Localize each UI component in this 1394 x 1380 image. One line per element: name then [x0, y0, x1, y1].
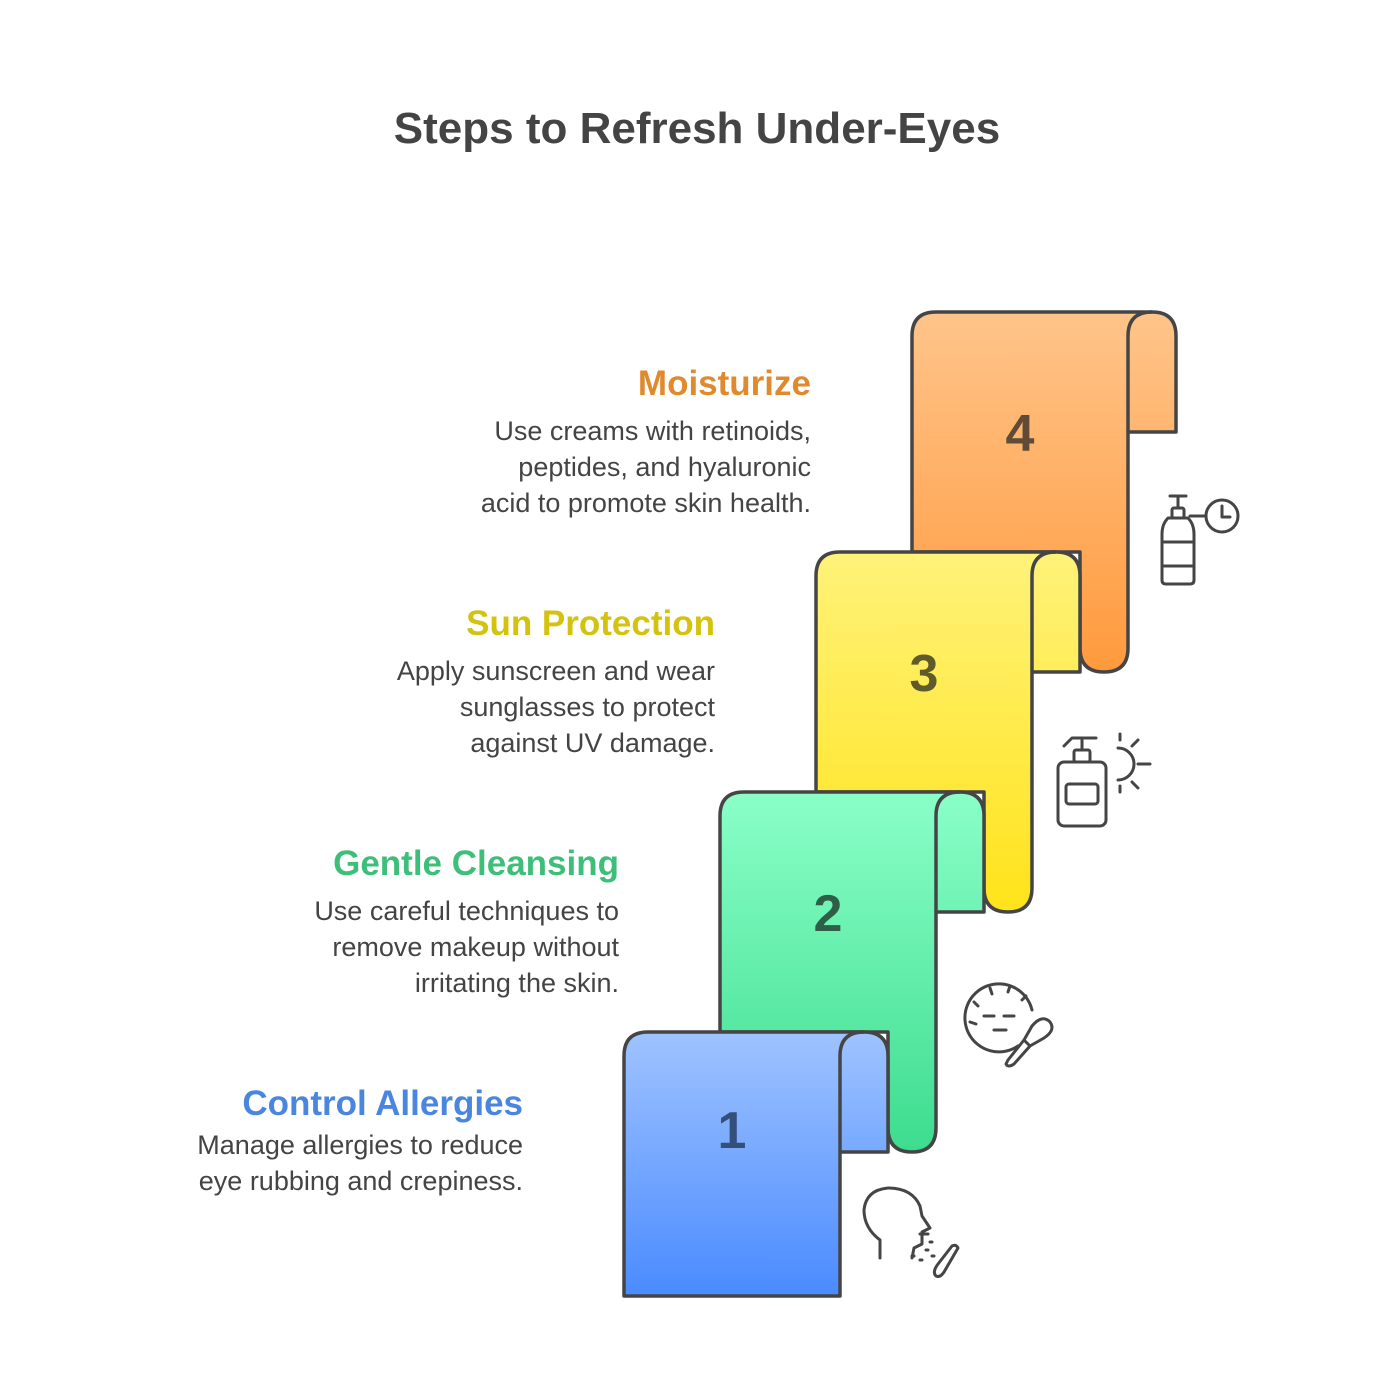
step-3-description-line: against UV damage. — [470, 728, 715, 758]
step-2-description: Use careful techniques to remove makeup … — [314, 893, 619, 1001]
cream-pump-clock-icon — [1160, 494, 1240, 586]
step-1-ribbon: 1 — [622, 1030, 890, 1298]
person-nasal-spray-icon — [862, 1186, 960, 1278]
step-4-title: Moisturize — [637, 364, 811, 403]
face-makeup-brush-icon — [963, 982, 1054, 1068]
step-3-description-line: Apply sunscreen and wear — [396, 656, 715, 686]
step-3-description: Apply sunscreen and wear sunglasses to p… — [397, 653, 715, 761]
step-2-description-line: remove makeup without — [332, 932, 619, 962]
step-2-title: Gentle Cleansing — [333, 844, 619, 883]
step-3-title: Sun Protection — [466, 604, 715, 643]
step-1-description: Manage allergies to reduce eye rubbing a… — [197, 1127, 523, 1199]
step-2-ribbon: 2 — [718, 790, 986, 1154]
step-1-title: Control Allergies — [242, 1084, 523, 1123]
step-2-description-line: Use careful techniques to — [314, 896, 619, 926]
step-3-number: 3 — [910, 645, 939, 703]
step-4-description-line: peptides, and hyaluronic — [518, 452, 811, 482]
step-4-description-line: Use creams with retinoids, — [494, 416, 811, 446]
step-4-description: Use creams with retinoids, peptides, and… — [481, 413, 811, 521]
step-1-description-line: eye rubbing and crepiness. — [198, 1166, 523, 1196]
step-4-ribbon: 4 — [910, 310, 1178, 674]
step-2-number: 2 — [814, 885, 843, 943]
step-1-number: 1 — [718, 1102, 747, 1160]
sunscreen-bottle-sun-icon — [1056, 732, 1152, 828]
page-title: Steps to Refresh Under-Eyes — [393, 104, 1001, 153]
step-4-description-line: acid to promote skin health. — [480, 488, 811, 518]
step-3-description-line: sunglasses to protect — [459, 692, 715, 722]
step-3-ribbon: 3 — [814, 550, 1082, 914]
step-1-description-line: Manage allergies to reduce — [197, 1130, 523, 1160]
step-4-number: 4 — [1006, 405, 1035, 463]
step-2-description-line: irritating the skin. — [414, 968, 619, 998]
